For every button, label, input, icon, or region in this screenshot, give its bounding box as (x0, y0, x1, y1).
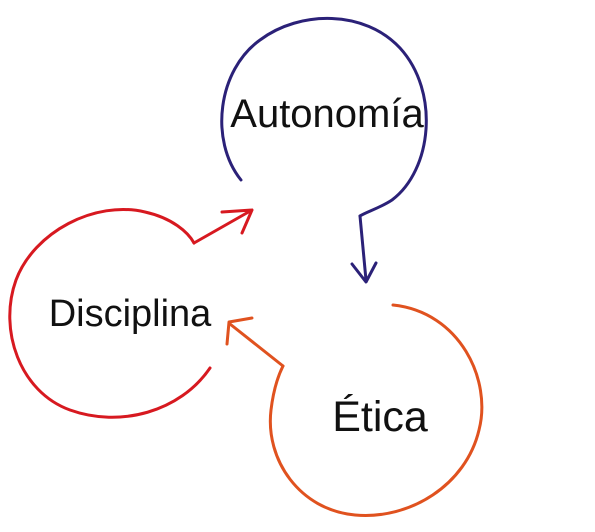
node-etica: Ética (225, 303, 484, 517)
etica-label: Ética (332, 393, 428, 441)
node-autonomia: Autonomía (220, 16, 428, 284)
etica-to-disciplina-arrow (225, 316, 285, 368)
disciplina-circle-arc (8, 207, 212, 419)
etica-circle-arc (268, 303, 484, 517)
autonomia-to-etica-arrow (350, 214, 378, 284)
autonomia-label: Autonomía (230, 92, 424, 136)
disciplina-to-autonomia-arrow (192, 208, 254, 245)
disciplina-label: Disciplina (49, 293, 212, 335)
autonomia-circle-arc (220, 16, 428, 218)
node-disciplina: Disciplina (8, 207, 254, 419)
